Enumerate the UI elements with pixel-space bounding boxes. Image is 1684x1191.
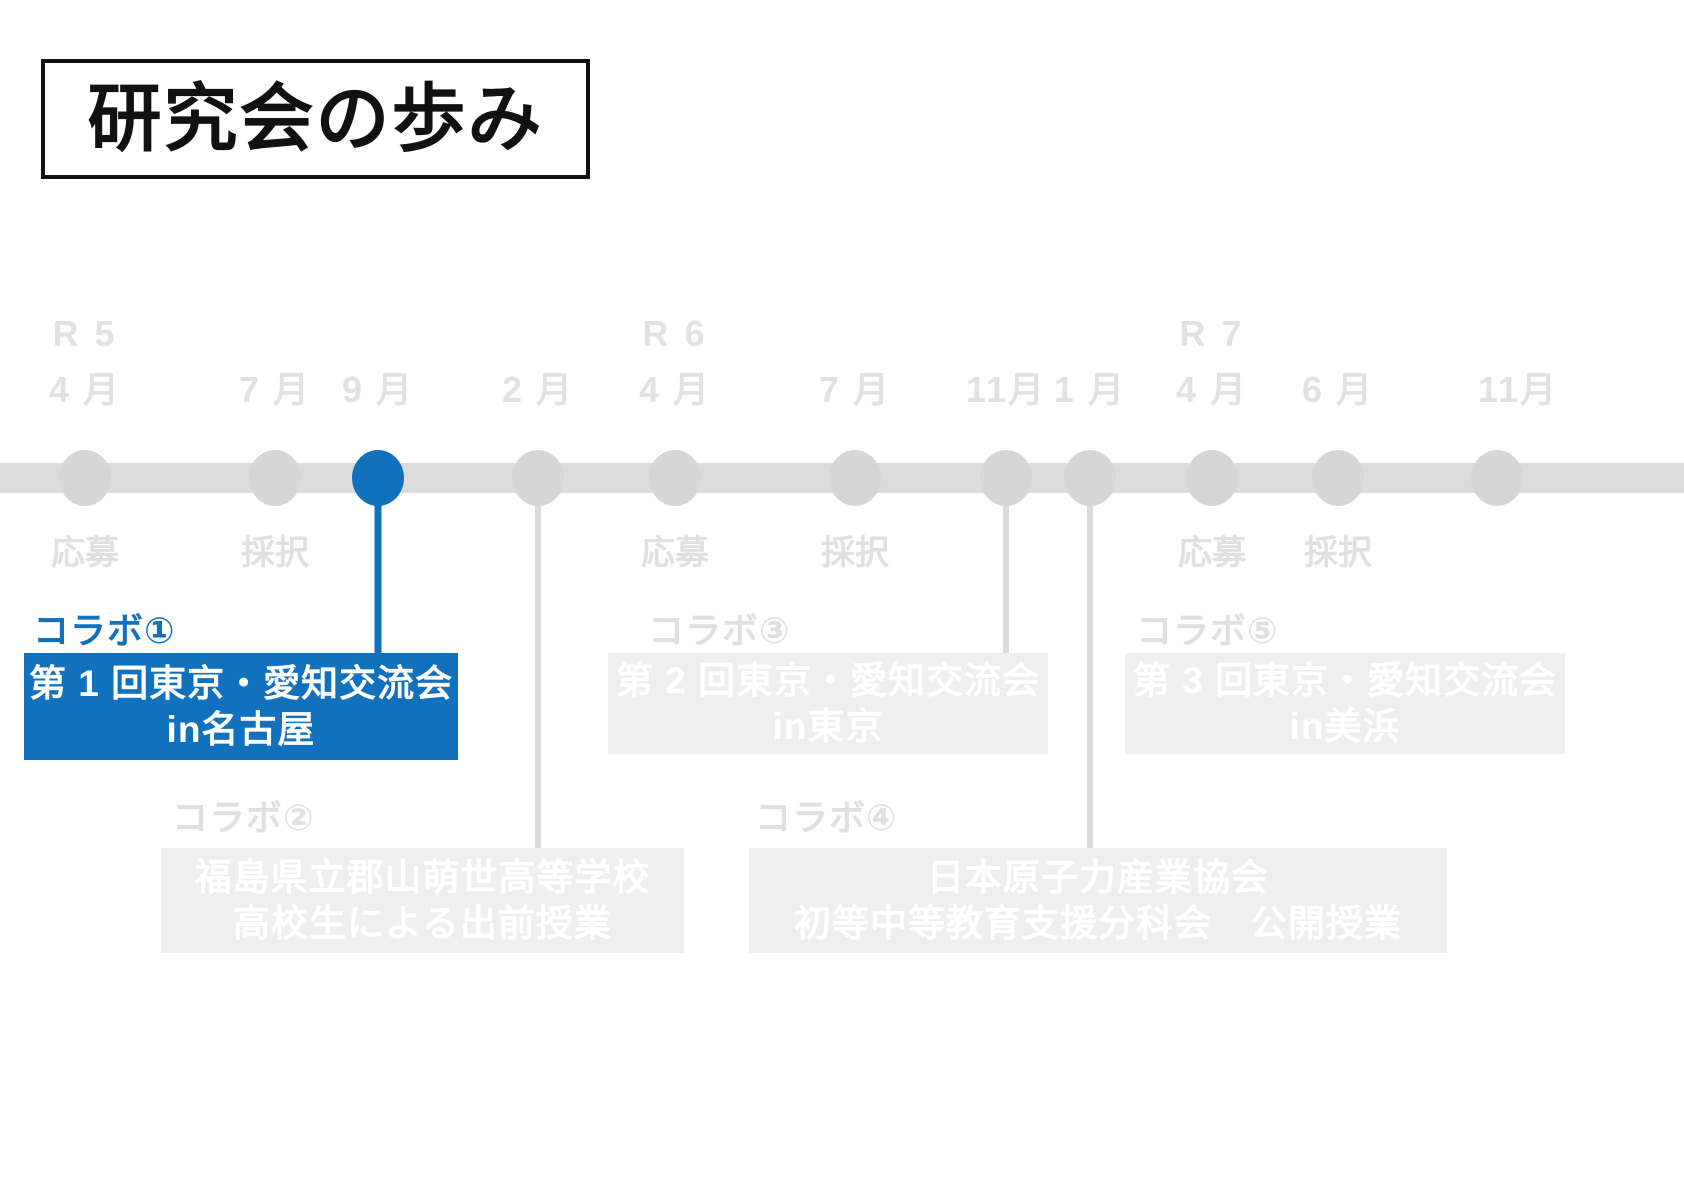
- event-box[interactable]: 福島県立郡山萌世高等学校高校生による出前授業: [161, 848, 684, 953]
- page-title-box: 研究会の歩み: [41, 59, 590, 179]
- month-tick-label: 11月: [1477, 369, 1559, 410]
- event-box-line: 第 1 回東京・愛知交流会: [28, 663, 454, 705]
- timeline-node[interactable]: [249, 450, 301, 506]
- era-label: R 6: [642, 313, 708, 354]
- stage-label: 採択: [821, 534, 889, 572]
- connector-stem: [1087, 478, 1093, 853]
- event-box-line: 日本原子力産業協会: [927, 857, 1269, 899]
- event-box-line: 第 3 回東京・愛知交流会: [1132, 660, 1558, 702]
- era-label: R 5: [52, 313, 118, 354]
- event-box-line: 初等中等教育支援分科会 公開授業: [794, 902, 1402, 944]
- month-tick-label: 11月: [965, 369, 1047, 410]
- collab-tag-4: コラボ②: [172, 797, 315, 838]
- connector-stem: [1003, 478, 1009, 653]
- stage-label: 応募: [51, 534, 119, 572]
- event-box-line: in美浜: [1289, 705, 1401, 747]
- month-tick-label: 6 月: [1301, 369, 1375, 410]
- timeline-node[interactable]: [829, 450, 881, 506]
- event-box-line: 第 2 回東京・愛知交流会: [615, 660, 1041, 702]
- timeline-node[interactable]: [980, 450, 1032, 506]
- collab-tag-3: コラボ⑤: [1136, 610, 1279, 651]
- timeline-node[interactable]: [512, 450, 564, 506]
- connector-stem: [535, 478, 541, 853]
- page-title: 研究会の歩み: [87, 77, 544, 160]
- event-box[interactable]: 日本原子力産業協会初等中等教育支援分科会 公開授業: [749, 848, 1447, 953]
- event-box-line: in東京: [772, 705, 884, 747]
- stage-label: 応募: [1178, 534, 1246, 572]
- timeline-node[interactable]: [1471, 450, 1523, 506]
- timeline-node[interactable]: [1312, 450, 1364, 506]
- era-label: R 7: [1179, 313, 1245, 354]
- event-box-line: 福島県立郡山萌世高等学校: [194, 857, 651, 899]
- timeline-node[interactable]: [649, 450, 701, 506]
- month-tick-label: 4 月: [638, 369, 712, 410]
- stage-label: 採択: [241, 534, 309, 572]
- connector-stem: [374, 478, 382, 658]
- month-tick-label: 7 月: [238, 369, 312, 410]
- collab-tag-5: コラボ④: [755, 797, 898, 838]
- stage-label: 応募: [641, 534, 709, 572]
- timeline-node-active[interactable]: [352, 450, 404, 506]
- timeline-node[interactable]: [1186, 450, 1238, 506]
- month-tick-label: 4 月: [1175, 369, 1249, 410]
- month-tick-label: 9 月: [341, 369, 415, 410]
- stage-label: 採択: [1304, 534, 1372, 572]
- month-tick-label: 7 月: [818, 369, 892, 410]
- month-tick-label: 2 月: [501, 369, 575, 410]
- timeline-node[interactable]: [1064, 450, 1116, 506]
- event-box-line: 高校生による出前授業: [233, 902, 612, 944]
- month-tick-label: 1 月: [1053, 369, 1127, 410]
- collab-tag-2: コラボ③: [648, 610, 791, 651]
- event-box-line: in名古屋: [166, 708, 316, 750]
- month-tick-label: 4 月: [48, 369, 122, 410]
- collab-tag-1: コラボ①: [33, 610, 176, 651]
- timeline-node[interactable]: [59, 450, 111, 506]
